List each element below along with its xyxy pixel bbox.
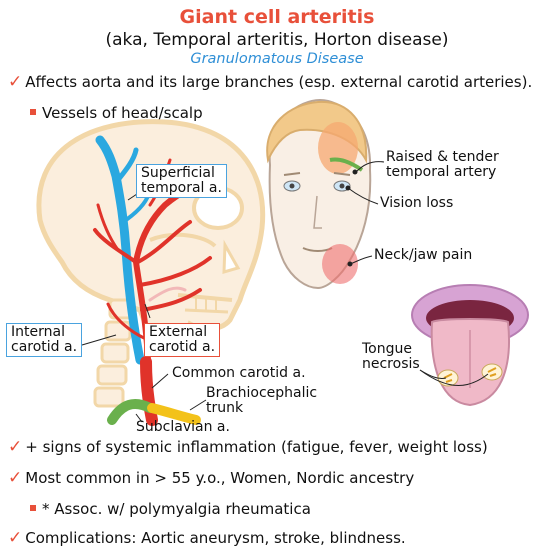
page-title: Giant cell arteritis [179,6,375,28]
checkmark-icon: ✓ [8,437,23,457]
label-line: carotid a. [149,339,216,355]
tongue-leader-lines [419,369,489,386]
bullet-vessels: Vessels of head/scalp [30,104,203,122]
leader-lines [81,191,207,423]
label-line: External [149,324,208,340]
page-subtitle: (aka, Temporal arteritis, Horton disease… [105,30,449,50]
label-neck-jaw-pain: Neck/jaw pain [374,247,473,263]
bullet-complications: ✓Complications: Aortic aneurysm, stroke,… [8,528,406,548]
label-tongue-necrosis: Tongue necrosis [362,342,420,372]
label-brachiocephalic-trunk: Brachiocephalic trunk [206,386,317,416]
disease-type-tagline: Granulomatous Disease [190,51,364,67]
label-internal-carotid-artery: Internal carotid a. [6,323,83,357]
label-line: Superficial [141,165,215,181]
bullet-most-common: ✓Most common in > 55 y.o., Women, Nordic… [8,468,414,488]
bullet-assoc-text: * Assoc. w/ polymyalgia rheumatica [42,500,311,518]
bullet-most-common-text: Most common in > 55 y.o., Women, Nordic … [25,469,415,487]
label-common-carotid-artery: Common carotid a. [172,365,306,381]
checkmark-icon: ✓ [8,72,23,92]
label-line: Internal [11,324,65,340]
square-bullet-icon [30,108,36,115]
tongue-illustration [411,284,529,407]
bullet-systemic-text: + signs of systemic inflammation (fatigu… [25,438,488,456]
label-line: temporal a. [141,180,222,196]
label-line: temporal artery [386,164,497,180]
label-line: necrosis [362,356,420,372]
square-bullet-icon [30,504,36,511]
face-illustration [266,98,372,290]
bullet-affects: ✓Affects aorta and its large branches (e… [8,72,532,92]
label-subclavian-artery: Subclavian a. [136,419,230,435]
bullet-complications-text: Complications: Aortic aneurysm, stroke, … [25,529,406,547]
label-line: Raised & tender [386,149,499,165]
checkmark-icon: ✓ [8,528,23,548]
label-external-carotid-artery: External carotid a. [144,323,221,357]
bullet-assoc: * Assoc. w/ polymyalgia rheumatica [30,500,311,518]
bullet-vessels-text: Vessels of head/scalp [42,104,203,122]
label-line: Tongue [362,341,412,357]
label-line: Brachiocephalic [206,385,318,401]
checkmark-icon: ✓ [8,468,23,488]
label-raised-tender-temporal-artery: Raised & tender temporal artery [386,150,499,180]
bullet-affects-text: Affects aorta and its large branches (es… [25,73,533,91]
label-line: carotid a. [11,339,78,355]
bullet-systemic: ✓+ signs of systemic inflammation (fatig… [8,437,488,457]
label-line: trunk [206,400,244,416]
label-vision-loss: Vision loss [380,195,454,211]
label-superficial-temporal-artery: Superficial temporal a. [136,164,227,198]
face-leader-lines [345,161,385,267]
